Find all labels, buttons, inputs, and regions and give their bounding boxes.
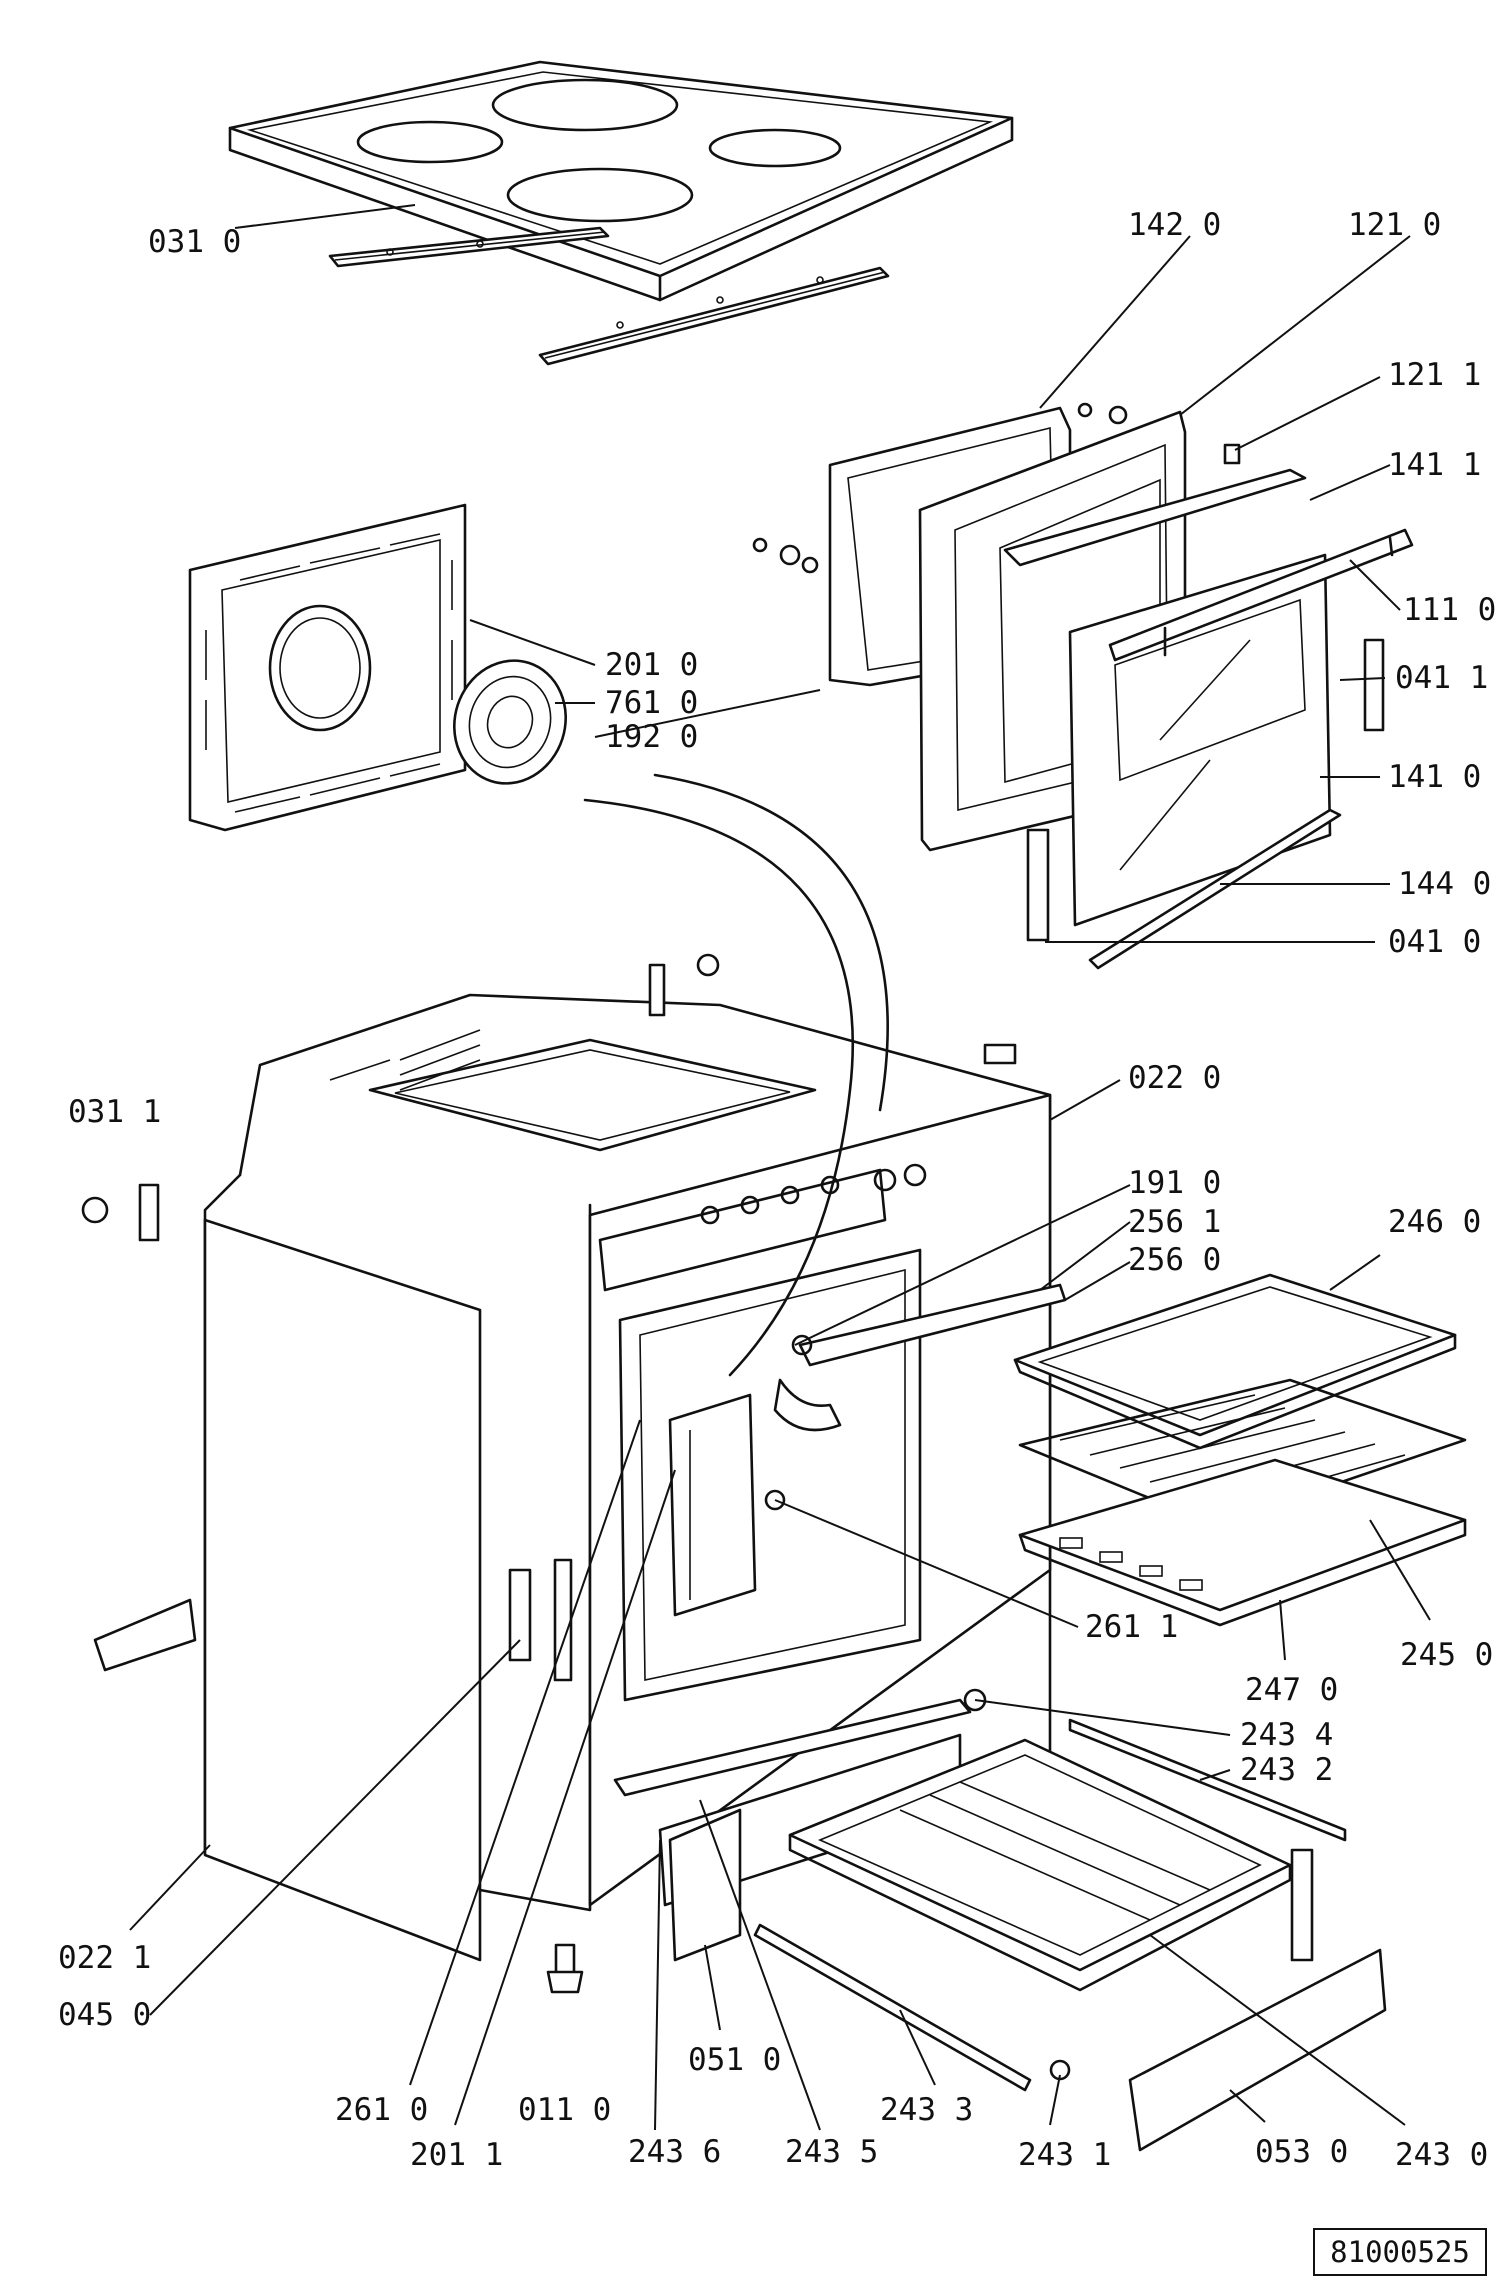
label-256-1: 256 1 xyxy=(1128,1204,1221,1240)
label-201-1: 201 1 xyxy=(410,2137,503,2173)
label-243-6: 243 6 xyxy=(628,2134,721,2170)
label-245-0: 245 0 xyxy=(1400,1637,1493,1673)
label-246-0: 246 0 xyxy=(1388,1204,1481,1240)
label-111-0: 111 0 xyxy=(1403,592,1496,628)
drawing-number-box: 81000525 xyxy=(1313,2228,1487,2276)
label-144-0: 144 0 xyxy=(1398,866,1491,902)
label-022-0: 022 0 xyxy=(1128,1060,1221,1096)
part-labels: 031 0 142 0 121 0 121 1 141 1 111 0 041 … xyxy=(58,207,1496,2173)
oven-door-assembly xyxy=(752,402,1414,970)
label-011-0: 011 0 xyxy=(518,2092,611,2128)
label-201-0: 201 0 xyxy=(605,647,698,683)
label-256-0: 256 0 xyxy=(1128,1242,1221,1278)
label-031-1: 031 1 xyxy=(68,1094,161,1130)
label-192-0: 192 0 xyxy=(605,719,698,755)
label-053-0: 053 0 xyxy=(1255,2134,1348,2170)
label-051-0: 051 0 xyxy=(688,2042,781,2078)
label-041-0: 041 0 xyxy=(1388,924,1481,960)
label-141-0: 141 0 xyxy=(1388,759,1481,795)
ceramic-hob-part xyxy=(228,60,1014,366)
label-045-0: 045 0 xyxy=(58,1997,151,2033)
rear-fan-panel-part xyxy=(188,503,568,832)
label-243-5: 243 5 xyxy=(785,2134,878,2170)
label-041-1: 041 1 xyxy=(1395,660,1488,696)
leader-lines xyxy=(129,204,1431,2131)
label-761-0: 761 0 xyxy=(605,685,698,721)
label-261-1: 261 1 xyxy=(1085,1609,1178,1645)
label-243-3: 243 3 xyxy=(880,2092,973,2128)
label-022-1: 022 1 xyxy=(58,1940,151,1976)
label-247-0: 247 0 xyxy=(1245,1672,1338,1708)
label-243-2: 243 2 xyxy=(1240,1752,1333,1788)
label-243-4: 243 4 xyxy=(1240,1717,1333,1753)
label-121-1: 121 1 xyxy=(1388,357,1481,393)
label-243-0: 243 0 xyxy=(1395,2137,1488,2173)
label-121-0: 121 0 xyxy=(1348,207,1441,243)
label-031-0: 031 0 xyxy=(148,224,241,260)
trays-and-rack xyxy=(668,1273,1467,2152)
label-243-1: 243 1 xyxy=(1018,2137,1111,2173)
label-142-0: 142 0 xyxy=(1128,207,1221,243)
label-141-1: 141 1 xyxy=(1388,447,1481,483)
label-191-0: 191 0 xyxy=(1128,1165,1221,1201)
label-261-0: 261 0 xyxy=(335,2092,428,2128)
